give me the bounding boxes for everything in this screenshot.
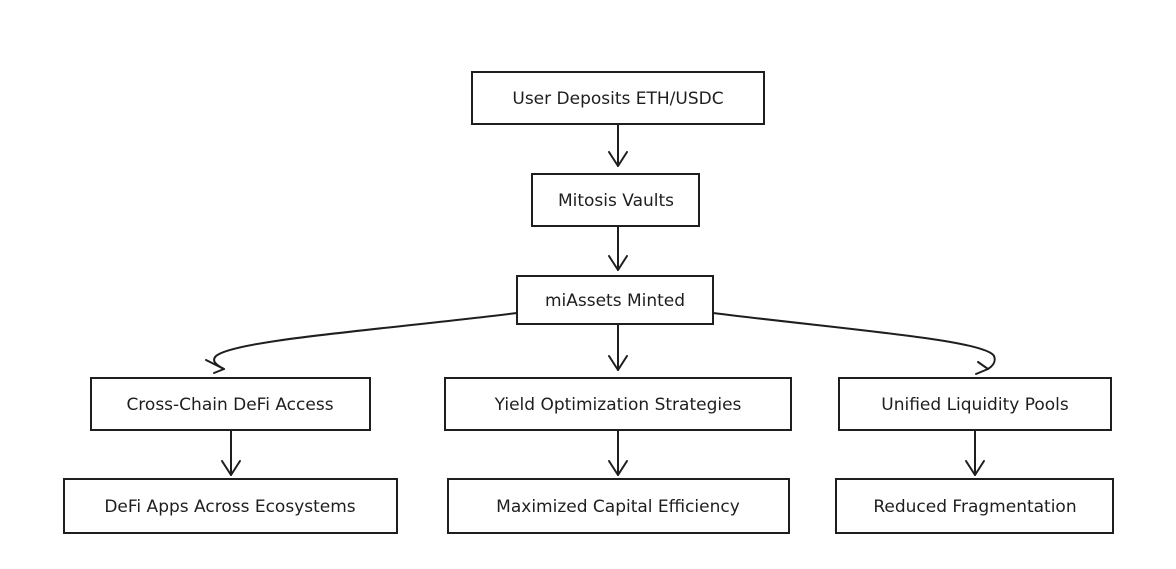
node-label: Yield Optimization Strategies — [494, 395, 742, 415]
edge-yield-opt-to-max-capital — [608, 429, 628, 476]
node-mitosis-vaults: Mitosis Vaults — [531, 173, 700, 227]
node-label: Reduced Fragmentation — [873, 497, 1076, 517]
edge-miassets-to-cross-chain — [205, 312, 518, 374]
node-label: Cross-Chain DeFi Access — [126, 395, 333, 415]
node-yield-opt: Yield Optimization Strategies — [444, 377, 792, 431]
node-label: DeFi Apps Across Ecosystems — [104, 497, 355, 517]
edge-miassets-to-yield-opt — [608, 324, 628, 371]
edge-miassets-to-unified-liquidity — [712, 312, 996, 375]
node-label: Unified Liquidity Pools — [881, 395, 1069, 415]
node-label: User Deposits ETH/USDC — [512, 89, 723, 109]
node-cross-chain: Cross-Chain DeFi Access — [90, 377, 371, 431]
edge-cross-chain-to-defi-apps — [221, 429, 241, 476]
node-reduced-frag: Reduced Fragmentation — [835, 478, 1114, 534]
node-label: Mitosis Vaults — [558, 191, 674, 211]
node-miassets-minted: miAssets Minted — [516, 275, 714, 325]
node-max-capital: Maximized Capital Efficiency — [447, 478, 790, 534]
node-label: Maximized Capital Efficiency — [496, 497, 740, 517]
node-user-deposits: User Deposits ETH/USDC — [471, 71, 765, 125]
edge-unified-to-reduced-frag — [965, 429, 985, 476]
node-label: miAssets Minted — [545, 291, 685, 311]
edge-user-deposits-to-mitosis-vaults — [608, 123, 628, 167]
node-defi-apps: DeFi Apps Across Ecosystems — [63, 478, 398, 534]
edges — [205, 123, 996, 476]
node-unified-liquidity: Unified Liquidity Pools — [838, 377, 1112, 431]
edge-mitosis-vaults-to-miassets-minted — [608, 225, 628, 271]
